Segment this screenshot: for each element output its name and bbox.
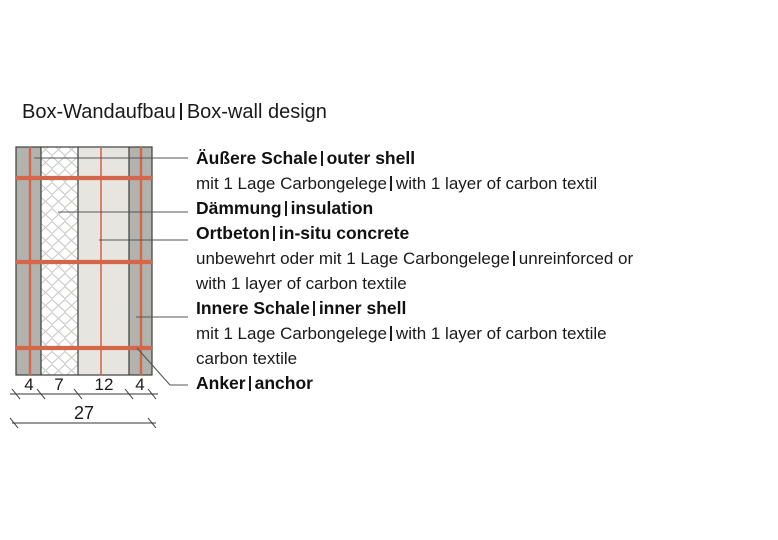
legend-desc-en: unreinforced or [518, 249, 634, 268]
legend-separator [389, 326, 392, 341]
legend-heading-de: Dämmung [196, 198, 282, 218]
dimension-label: 4 [24, 375, 33, 394]
legend-desc-de: unbewehrt oder mit 1 Lage Carbongelege [196, 249, 510, 268]
legend-heading-outer-shell: Äußere Schale outer shell [196, 146, 774, 171]
legend-separator [248, 376, 251, 391]
legend-heading-de: Äußere Schale [196, 148, 318, 168]
legend-separator [512, 251, 515, 266]
legend-heading-anchor: Anker anchor [196, 371, 774, 396]
legend-item-inner-shell: Innere Schale inner shell mit 1 Lage Carb… [196, 296, 774, 371]
legend-desc-en: with 1 layer of carbon textil [395, 174, 598, 193]
dimension-label: 12 [95, 375, 114, 394]
dimension-total-label: 27 [74, 403, 94, 423]
legend-desc-inner-shell: mit 1 Lage Carbongelege with 1 layer of c… [196, 321, 774, 346]
legend-separator [320, 151, 323, 166]
legend-item-insulation: Dämmung insulation [196, 196, 774, 221]
legend-separator [272, 226, 275, 241]
legend-item-anchor: Anker anchor [196, 371, 774, 396]
title-german: Box-Wandaufbau [22, 101, 176, 123]
legend-separator [389, 176, 392, 191]
legend-heading-de: Anker [196, 373, 246, 393]
legend-heading-en: in-situ concrete [278, 223, 410, 243]
legend-separator [312, 301, 315, 316]
legend-item-outer-shell: Äußere Schale outer shell mit 1 Lage Carb… [196, 146, 774, 196]
legend-list: Äußere Schale outer shell mit 1 Lage Carb… [196, 146, 774, 396]
legend-heading-en: inner shell [318, 298, 407, 318]
leader-anchor [136, 347, 171, 386]
legend-desc-outer-shell: mit 1 Lage Carbongelege with 1 layer of c… [196, 171, 774, 196]
legend-heading-en: anchor [254, 373, 313, 393]
legend-heading-en: outer shell [326, 148, 416, 168]
legend-desc-de: mit 1 Lage Carbongelege [196, 324, 387, 343]
legend-heading-insulation: Dämmung insulation [196, 196, 774, 221]
legend-heading-de: Innere Schale [196, 298, 310, 318]
leader-lines [34, 157, 188, 386]
dimension-label: 7 [54, 375, 63, 394]
dimension-total [9, 417, 157, 429]
legend-heading-concrete: Ortbeton in-situ concrete [196, 221, 774, 246]
title-separator [179, 103, 182, 120]
page-title: Box-Wandaufbau Box-wall design [22, 100, 327, 124]
anchor-bars [16, 175, 152, 351]
legend-desc-en: with 1 layer of carbon textile [395, 324, 607, 343]
dimension-segment-labels: 4 7 12 4 [24, 375, 144, 394]
legend-heading-inner-shell: Innere Schale inner shell [196, 296, 774, 321]
legend-desc-concrete-cont: with 1 layer of carbon textile [196, 274, 407, 293]
legend-desc-de: mit 1 Lage Carbongelege [196, 174, 387, 193]
legend-heading-de: Ortbeton [196, 223, 270, 243]
legend-heading-en: insulation [290, 198, 374, 218]
dimension-label: 4 [135, 375, 144, 394]
legend-item-in-situ-concrete: Ortbeton in-situ concrete unbewehrt oder … [196, 221, 774, 296]
dimension-chain-segments [10, 388, 158, 400]
legend-separator [284, 201, 287, 216]
legend-desc-inner-shell-cont: carbon textile [196, 349, 298, 368]
legend-desc-concrete: unbewehrt oder mit 1 Lage Carbongelege un… [196, 246, 774, 271]
title-english: Box-wall design [186, 101, 327, 123]
